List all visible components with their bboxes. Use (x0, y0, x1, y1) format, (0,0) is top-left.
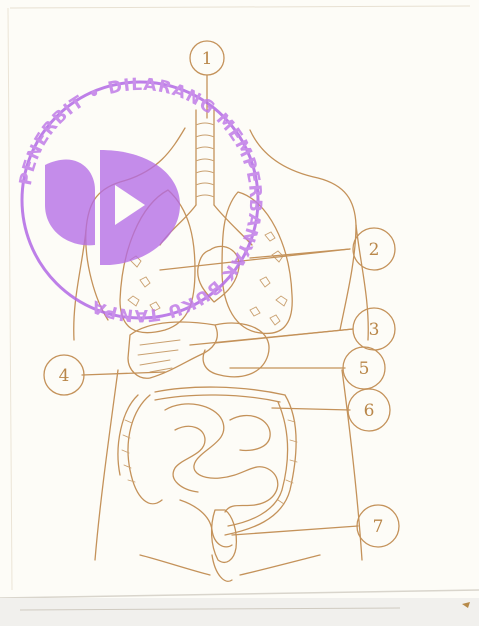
callout-5: 5 (343, 347, 385, 389)
callout-number: 1 (202, 49, 213, 69)
callout-3: 3 (353, 308, 395, 350)
callout-1: 1 (190, 41, 224, 75)
watermark-logo-left (45, 159, 95, 245)
small-intestine (165, 404, 278, 547)
callout-number: 7 (373, 517, 384, 537)
publisher-watermark: PENERBIT • DILARANG MEMPERBANYAK BUKU TA… (16, 75, 265, 325)
callout-number: 5 (359, 359, 370, 379)
rectum (212, 510, 237, 562)
callout-6: 6 (348, 389, 390, 431)
callout-4: 4 (44, 355, 84, 395)
callout-number: 3 (369, 320, 380, 340)
callout-number: 4 (59, 366, 70, 386)
callout-7: 7 (357, 505, 399, 547)
callout-number: 6 (364, 401, 375, 421)
large-intestine-texture (122, 420, 297, 504)
callout-number: 2 (369, 240, 380, 260)
liver-and-stomach (128, 322, 269, 378)
large-intestine (118, 387, 296, 535)
